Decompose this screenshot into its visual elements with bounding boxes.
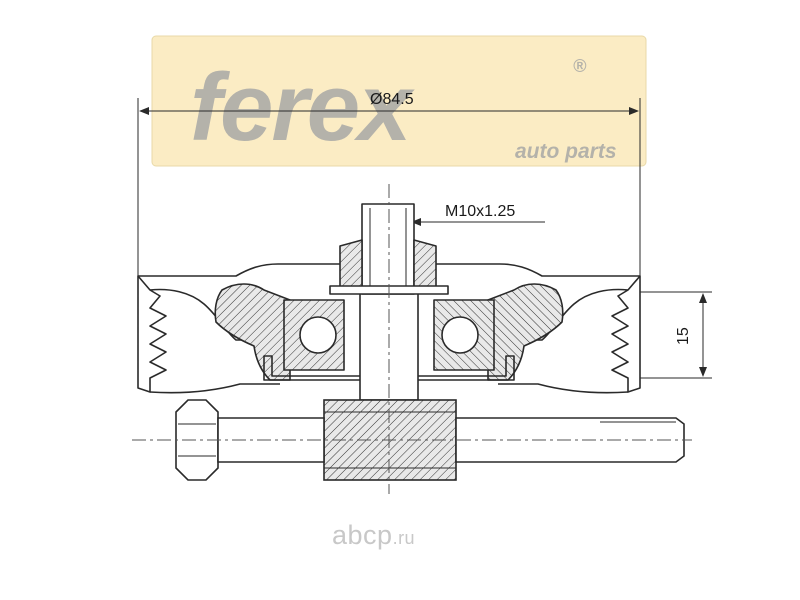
pulley-inner-wall-right: [512, 288, 629, 341]
bearing-ball-right: [441, 316, 479, 354]
hub-section-right: [487, 283, 564, 381]
pulley-body: [137, 203, 641, 401]
dust-cover: [263, 355, 515, 381]
width-label: 15: [675, 327, 692, 345]
brand-tagline: auto parts: [515, 140, 617, 163]
pulley-groove-profile-left: [137, 275, 167, 393]
abcp-watermark-tld: .ru: [392, 528, 416, 548]
hex-nut: [339, 239, 437, 291]
pulley-bottom-rim: [149, 383, 629, 394]
abcp-watermark-name: abcp: [332, 520, 393, 550]
bearing-ball-left: [299, 316, 337, 354]
hub-section-left: [214, 283, 291, 381]
bolt-head: [175, 399, 219, 481]
diameter-dimension: [137, 98, 641, 276]
bolt-shank: [217, 417, 685, 463]
center-lines: [132, 184, 692, 494]
abcp-watermark: abcp.ru: [332, 520, 415, 551]
pulley-groove-profile-right: [611, 275, 641, 393]
pulley-inner-wall-left: [149, 288, 266, 341]
width-dimension: [640, 291, 712, 379]
registered-mark: ®: [573, 56, 587, 76]
thread-label: M10x1.25: [445, 203, 515, 220]
diameter-label: Ø84.5: [370, 91, 414, 108]
banner-background: [151, 35, 647, 167]
